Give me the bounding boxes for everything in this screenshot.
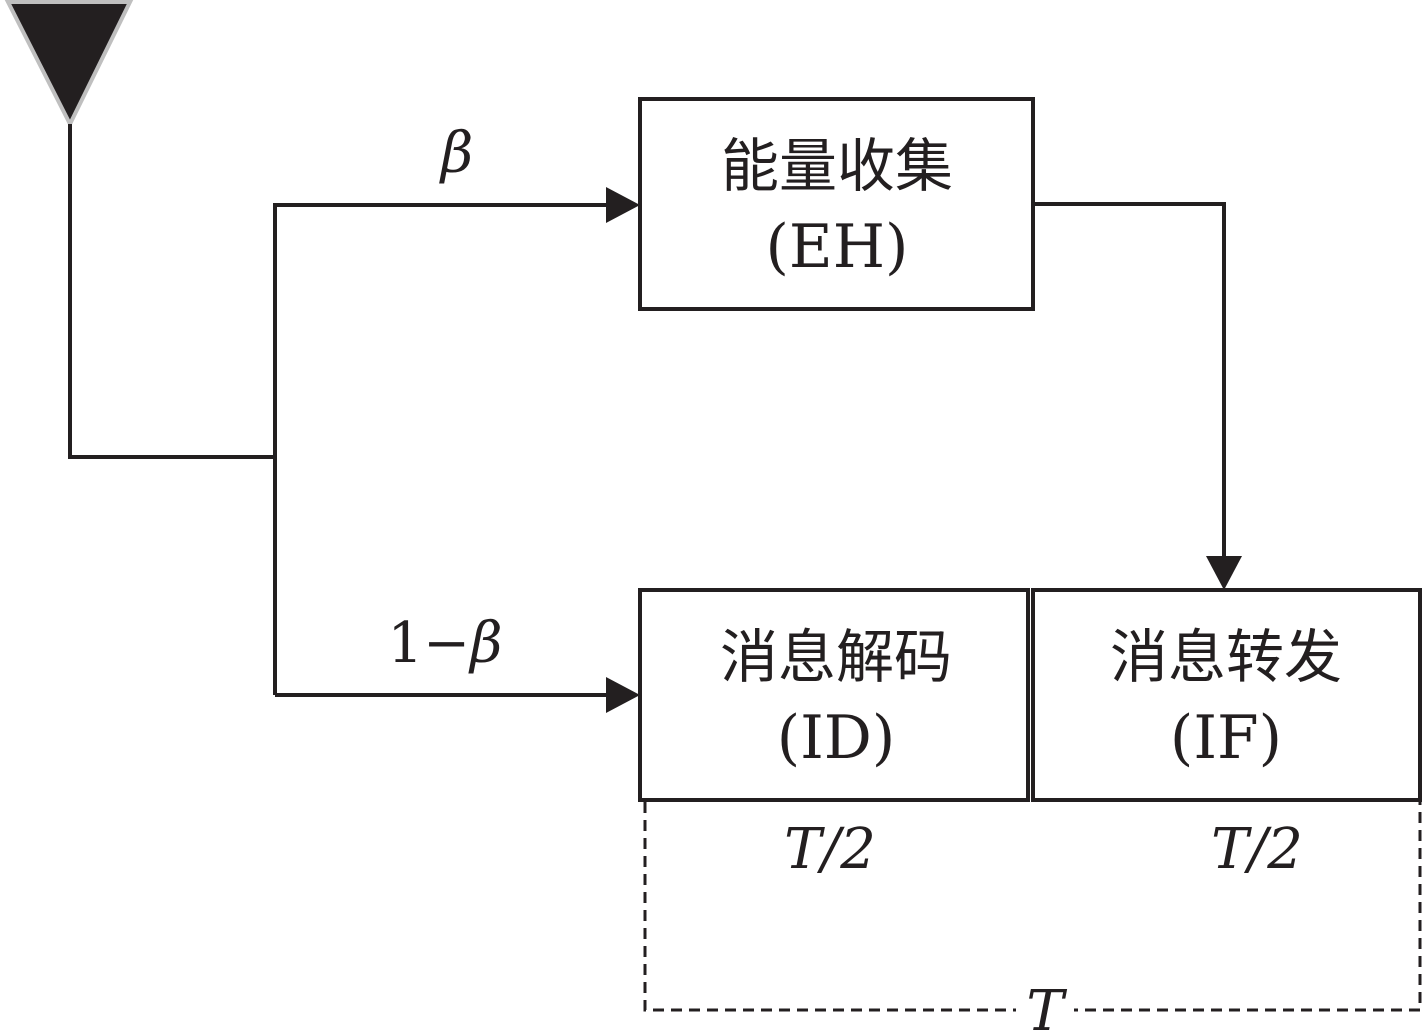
id-slot-duration: T/2: [784, 817, 876, 882]
antenna-icon: [4, 0, 134, 129]
id-block-abbr: (ID): [777, 703, 896, 773]
period-label-backing: [1016, 986, 1074, 1035]
eh-to-if-line: [1033, 202, 1226, 558]
eh-block-abbr: (EH): [766, 212, 909, 282]
if-block-abbr: (IF): [1170, 703, 1282, 773]
eh-to-if-arrowhead: [1206, 556, 1242, 590]
period-label: T: [1026, 979, 1067, 1035]
eh-block: [638, 97, 1035, 311]
beta-label: β: [439, 121, 473, 186]
if-slot-duration: T/2: [1211, 817, 1303, 882]
one-minus-beta-label: 1−β: [388, 611, 503, 676]
id-branch-arrowhead: [606, 677, 640, 713]
if-block-title: 消息转发: [1110, 623, 1342, 691]
antenna-feed-line: [68, 124, 275, 459]
eh-branch-arrowhead: [606, 187, 640, 223]
eh-block-title: 能量收集: [721, 132, 953, 200]
id-block: [638, 588, 1030, 802]
id-block-title: 消息解码: [720, 623, 952, 691]
if-block: [1031, 588, 1422, 802]
beta-symbol: β: [468, 611, 502, 676]
one-minus-part: 1−: [388, 611, 471, 676]
